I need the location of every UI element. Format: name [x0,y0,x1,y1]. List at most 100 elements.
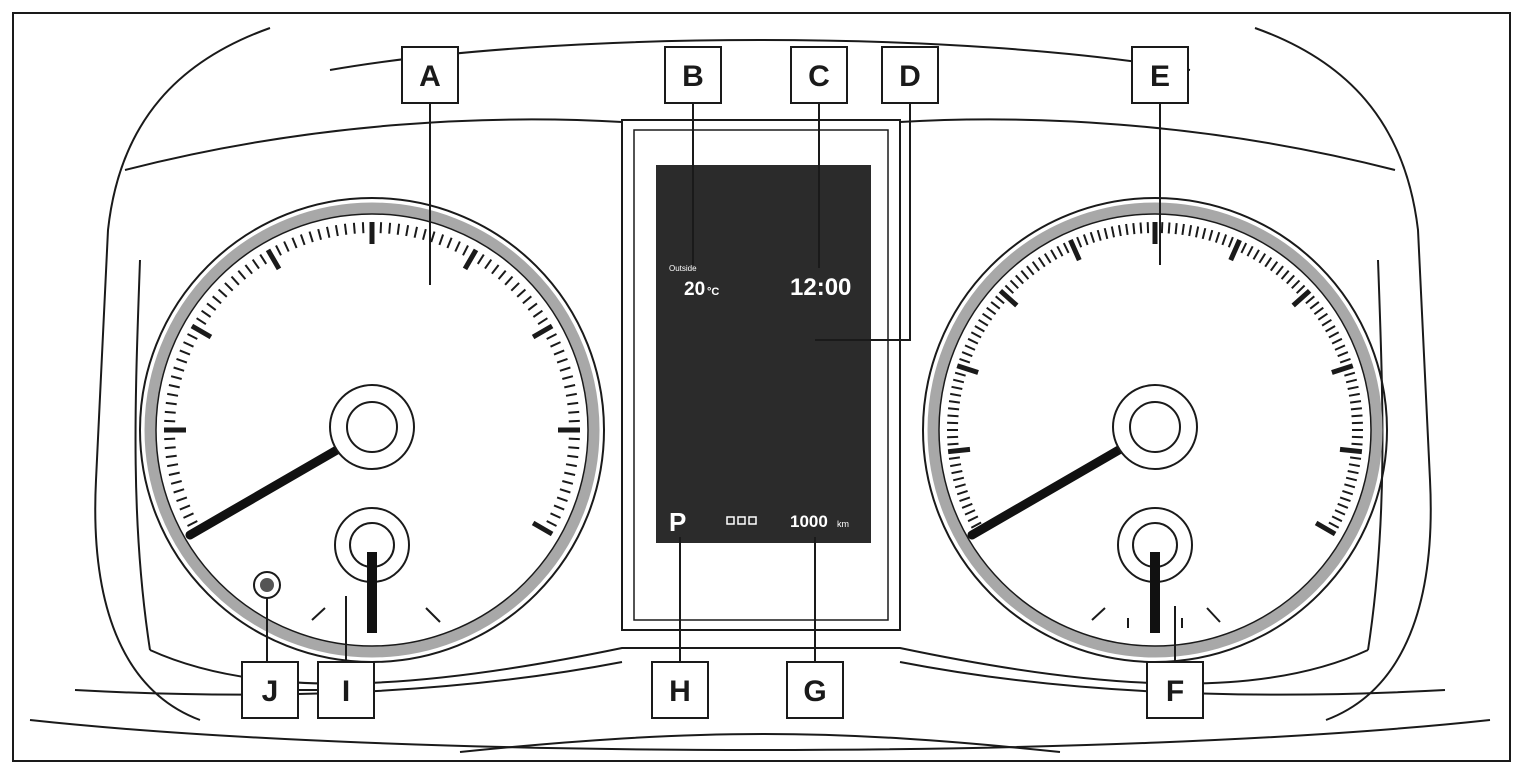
speedometer-minor-tick [1338,504,1348,508]
speedometer-minor-tick [1241,243,1246,253]
shift-position-indicator: P [669,507,686,537]
callout-d-label: D [899,60,921,93]
speedometer-minor-tick [962,504,972,508]
tachometer-minor-tick [177,359,187,363]
tachometer-minor-tick [505,277,512,285]
speedometer-minor-tick [1033,262,1040,271]
tachometer-minor-tick [164,421,175,422]
speedometer-minor-tick [1350,401,1361,403]
speedometer-minor-tick [1350,457,1361,459]
callout-j: J [242,662,298,718]
speedometer-minor-tick [1203,228,1206,239]
callout-j-label: J [262,675,279,708]
tachometer-minor-tick [560,368,571,371]
speedometer-minor-tick [962,352,972,356]
speedometer-minor-tick [1329,332,1339,337]
speedometer-minor-tick [1326,326,1336,332]
speedometer-minor-tick [1119,225,1121,236]
tachometer-minor-tick [554,350,564,354]
speedometer-minor-tick [1077,237,1081,247]
speedometer-minor-tick [968,516,978,521]
speedometer-minor-tick [1126,224,1128,235]
speedometer-minor-tick [1016,275,1023,283]
speedometer-minor-tick [950,394,961,396]
fuel-gauge-mark-full [1207,608,1220,622]
speedometer-minor-tick [953,380,964,383]
speedometer-minor-tick [1084,235,1088,245]
tachometer-minor-tick [511,283,519,291]
callout-c-label: C [808,60,830,93]
tachometer-minor-tick [564,385,575,387]
tachometer-minor-tick [166,403,177,404]
callout-h-label: H [669,675,691,708]
speedometer-minor-tick [965,510,975,514]
speedometer-hub-outer [1113,385,1197,469]
tachometer-minor-tick [423,229,426,240]
tachometer-minor-tick [569,421,580,422]
speedometer-minor-tick [1039,258,1045,267]
tachometer-minor-tick [284,242,289,252]
speedometer-minor-tick [1314,308,1323,315]
odometer-value: 1000 [790,512,828,531]
engine-temp-mark-hot [426,608,440,622]
speedometer-minor-tick [1011,280,1019,288]
callout-e: E [1132,47,1188,103]
speedometer-minor-tick [950,464,961,466]
speedometer-minor-tick [1189,225,1191,236]
speedometer-minor-tick [1352,416,1363,417]
tachometer-minor-tick [557,497,567,501]
speedometer-minor-tick [1271,262,1278,271]
tachometer-minor-tick [238,271,245,279]
callout-f: F [1147,662,1203,718]
tachometer-minor-tick [188,334,198,339]
trip-reset-knob-center [260,578,274,592]
speedometer-minor-tick [949,457,960,459]
speedometer-minor-tick [1349,464,1360,466]
tachometer-major-tick [465,250,476,269]
tachometer-minor-tick [292,238,296,248]
speedometer-minor-tick [991,302,1000,309]
tachometer-minor-tick [447,238,451,248]
tachometer-minor-tick [568,447,579,448]
speedometer-minor-tick [1265,258,1271,267]
outside-temp-label: Outside [669,264,697,273]
tachometer-hub-outer [330,385,414,469]
speedometer-minor-tick [1340,497,1350,501]
tachometer-minor-tick [177,497,187,501]
tachometer-major-tick [533,523,552,534]
speedometer-minor-tick [1182,224,1184,235]
tachometer-minor-tick [184,513,194,518]
tachometer-gauge [140,198,604,662]
tachometer-major-tick [533,326,552,337]
tachometer-minor-tick [406,225,408,236]
outside-temp-unit: °C [707,286,719,298]
tachometer-minor-tick [463,246,468,256]
speedometer-minor-tick [955,373,966,376]
callout-g-label: G [803,675,826,708]
tachometer-minor-tick [169,385,180,387]
speedometer-minor-tick [1297,286,1305,294]
callout-i: I [318,662,374,718]
speedometer-minor-tick [1027,266,1034,275]
multi-information-display [656,165,871,543]
tachometer-minor-tick [171,376,182,379]
tachometer-minor-tick [310,232,313,243]
speedometer-minor-tick [965,345,975,350]
tachometer-minor-tick [567,403,578,404]
engine-temp-mark-cold [312,608,325,620]
callout-a: A [402,47,458,103]
tachometer-minor-tick [492,265,499,274]
speedometer-minor-tick [1051,250,1057,260]
tachometer-major-tick [268,250,279,269]
tachometer-minor-tick [166,456,177,457]
housing-inner-top-right [900,119,1395,170]
callout-b-label: B [682,60,704,93]
speedometer-minor-tick [1318,314,1327,320]
speedometer-minor-tick [1216,232,1219,242]
speedometer-major-tick [1340,449,1362,451]
speedometer-major-tick [948,449,970,451]
speedometer-major-tick [1332,366,1353,373]
tachometer-minor-tick [219,290,227,297]
